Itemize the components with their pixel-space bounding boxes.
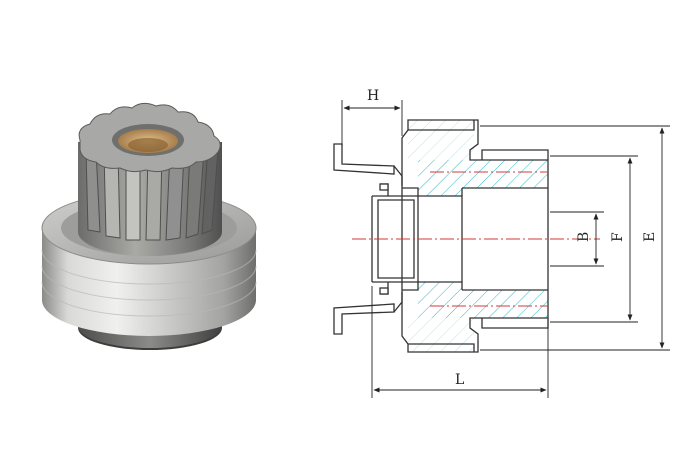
dimension-L [371, 286, 549, 398]
dimension-label-B: B [576, 232, 592, 242]
dimension-F [550, 155, 638, 323]
dimension-label-F: F [610, 232, 626, 242]
centerlines [352, 171, 600, 307]
dimension-H [341, 100, 403, 146]
pinion-gear-teeth [85, 146, 219, 241]
dimension-label-H: H [367, 88, 379, 104]
housing-grooves [41, 249, 257, 317]
section-hatching [408, 120, 548, 352]
dimension-label-E: E [642, 232, 658, 242]
dimension-label-L: L [455, 372, 464, 388]
bushing-shadow [128, 138, 168, 152]
dimension-E [480, 125, 670, 351]
dimension-B [550, 211, 604, 267]
